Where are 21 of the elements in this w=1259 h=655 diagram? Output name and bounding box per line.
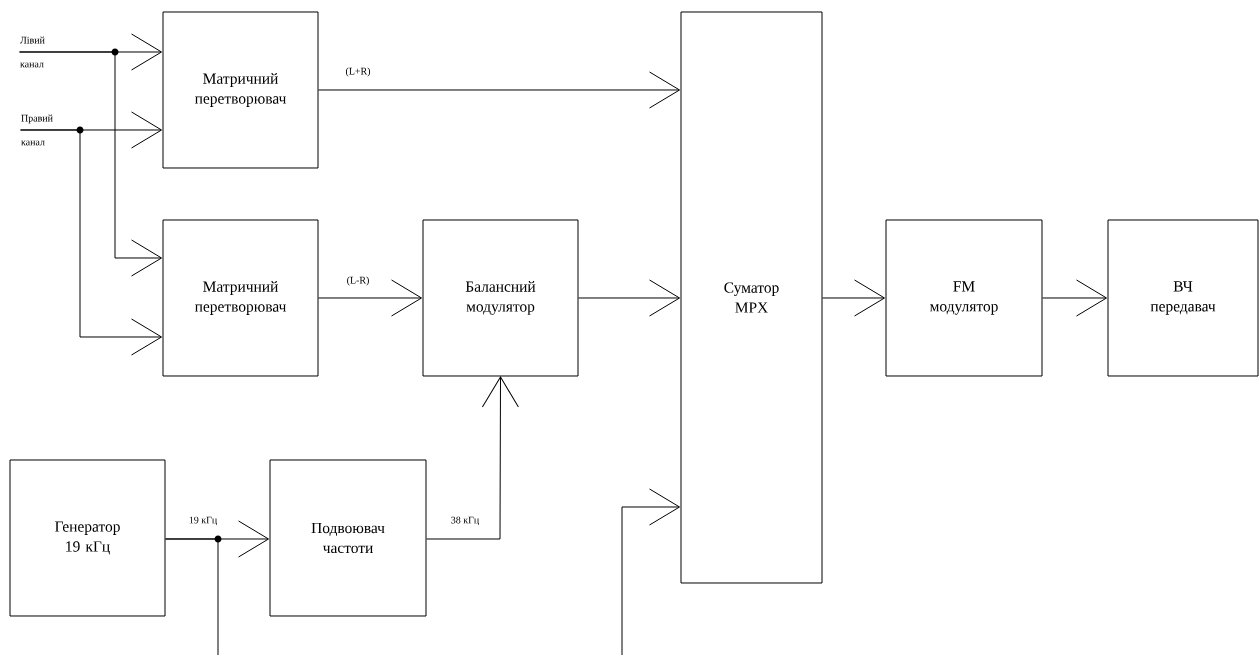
input-label: Правий канал (21, 114, 53, 146)
block-box: Матричний перетворювач (162, 219, 319, 377)
connector-arrow (318, 71, 681, 109)
input-label: Лівий канал (20, 36, 45, 68)
edge-label: 38 кГц (449, 515, 481, 527)
connector-arrow (426, 376, 519, 540)
block-box: FM модулятор (885, 219, 1043, 377)
block-box: Балансний модулятор (422, 219, 579, 377)
edge-label: 19 кГц (187, 515, 219, 527)
connector-arrow (578, 279, 681, 317)
connector-arrow (19, 51, 163, 277)
connector-arrow (621, 488, 681, 655)
connector-arrow (20, 129, 163, 356)
edge-label: (L+R) (344, 66, 372, 78)
connector-arrow (318, 279, 423, 317)
block-box: ВЧ передавач (1107, 219, 1259, 377)
block-box: Суматор MPX (680, 11, 823, 584)
block-box: Подвоювач частоти (269, 459, 427, 617)
block-box: Генератор 19 кГц (9, 459, 166, 617)
edge-label: (L-R) (345, 275, 371, 287)
block-box: Матричний перетворювач (162, 11, 319, 169)
